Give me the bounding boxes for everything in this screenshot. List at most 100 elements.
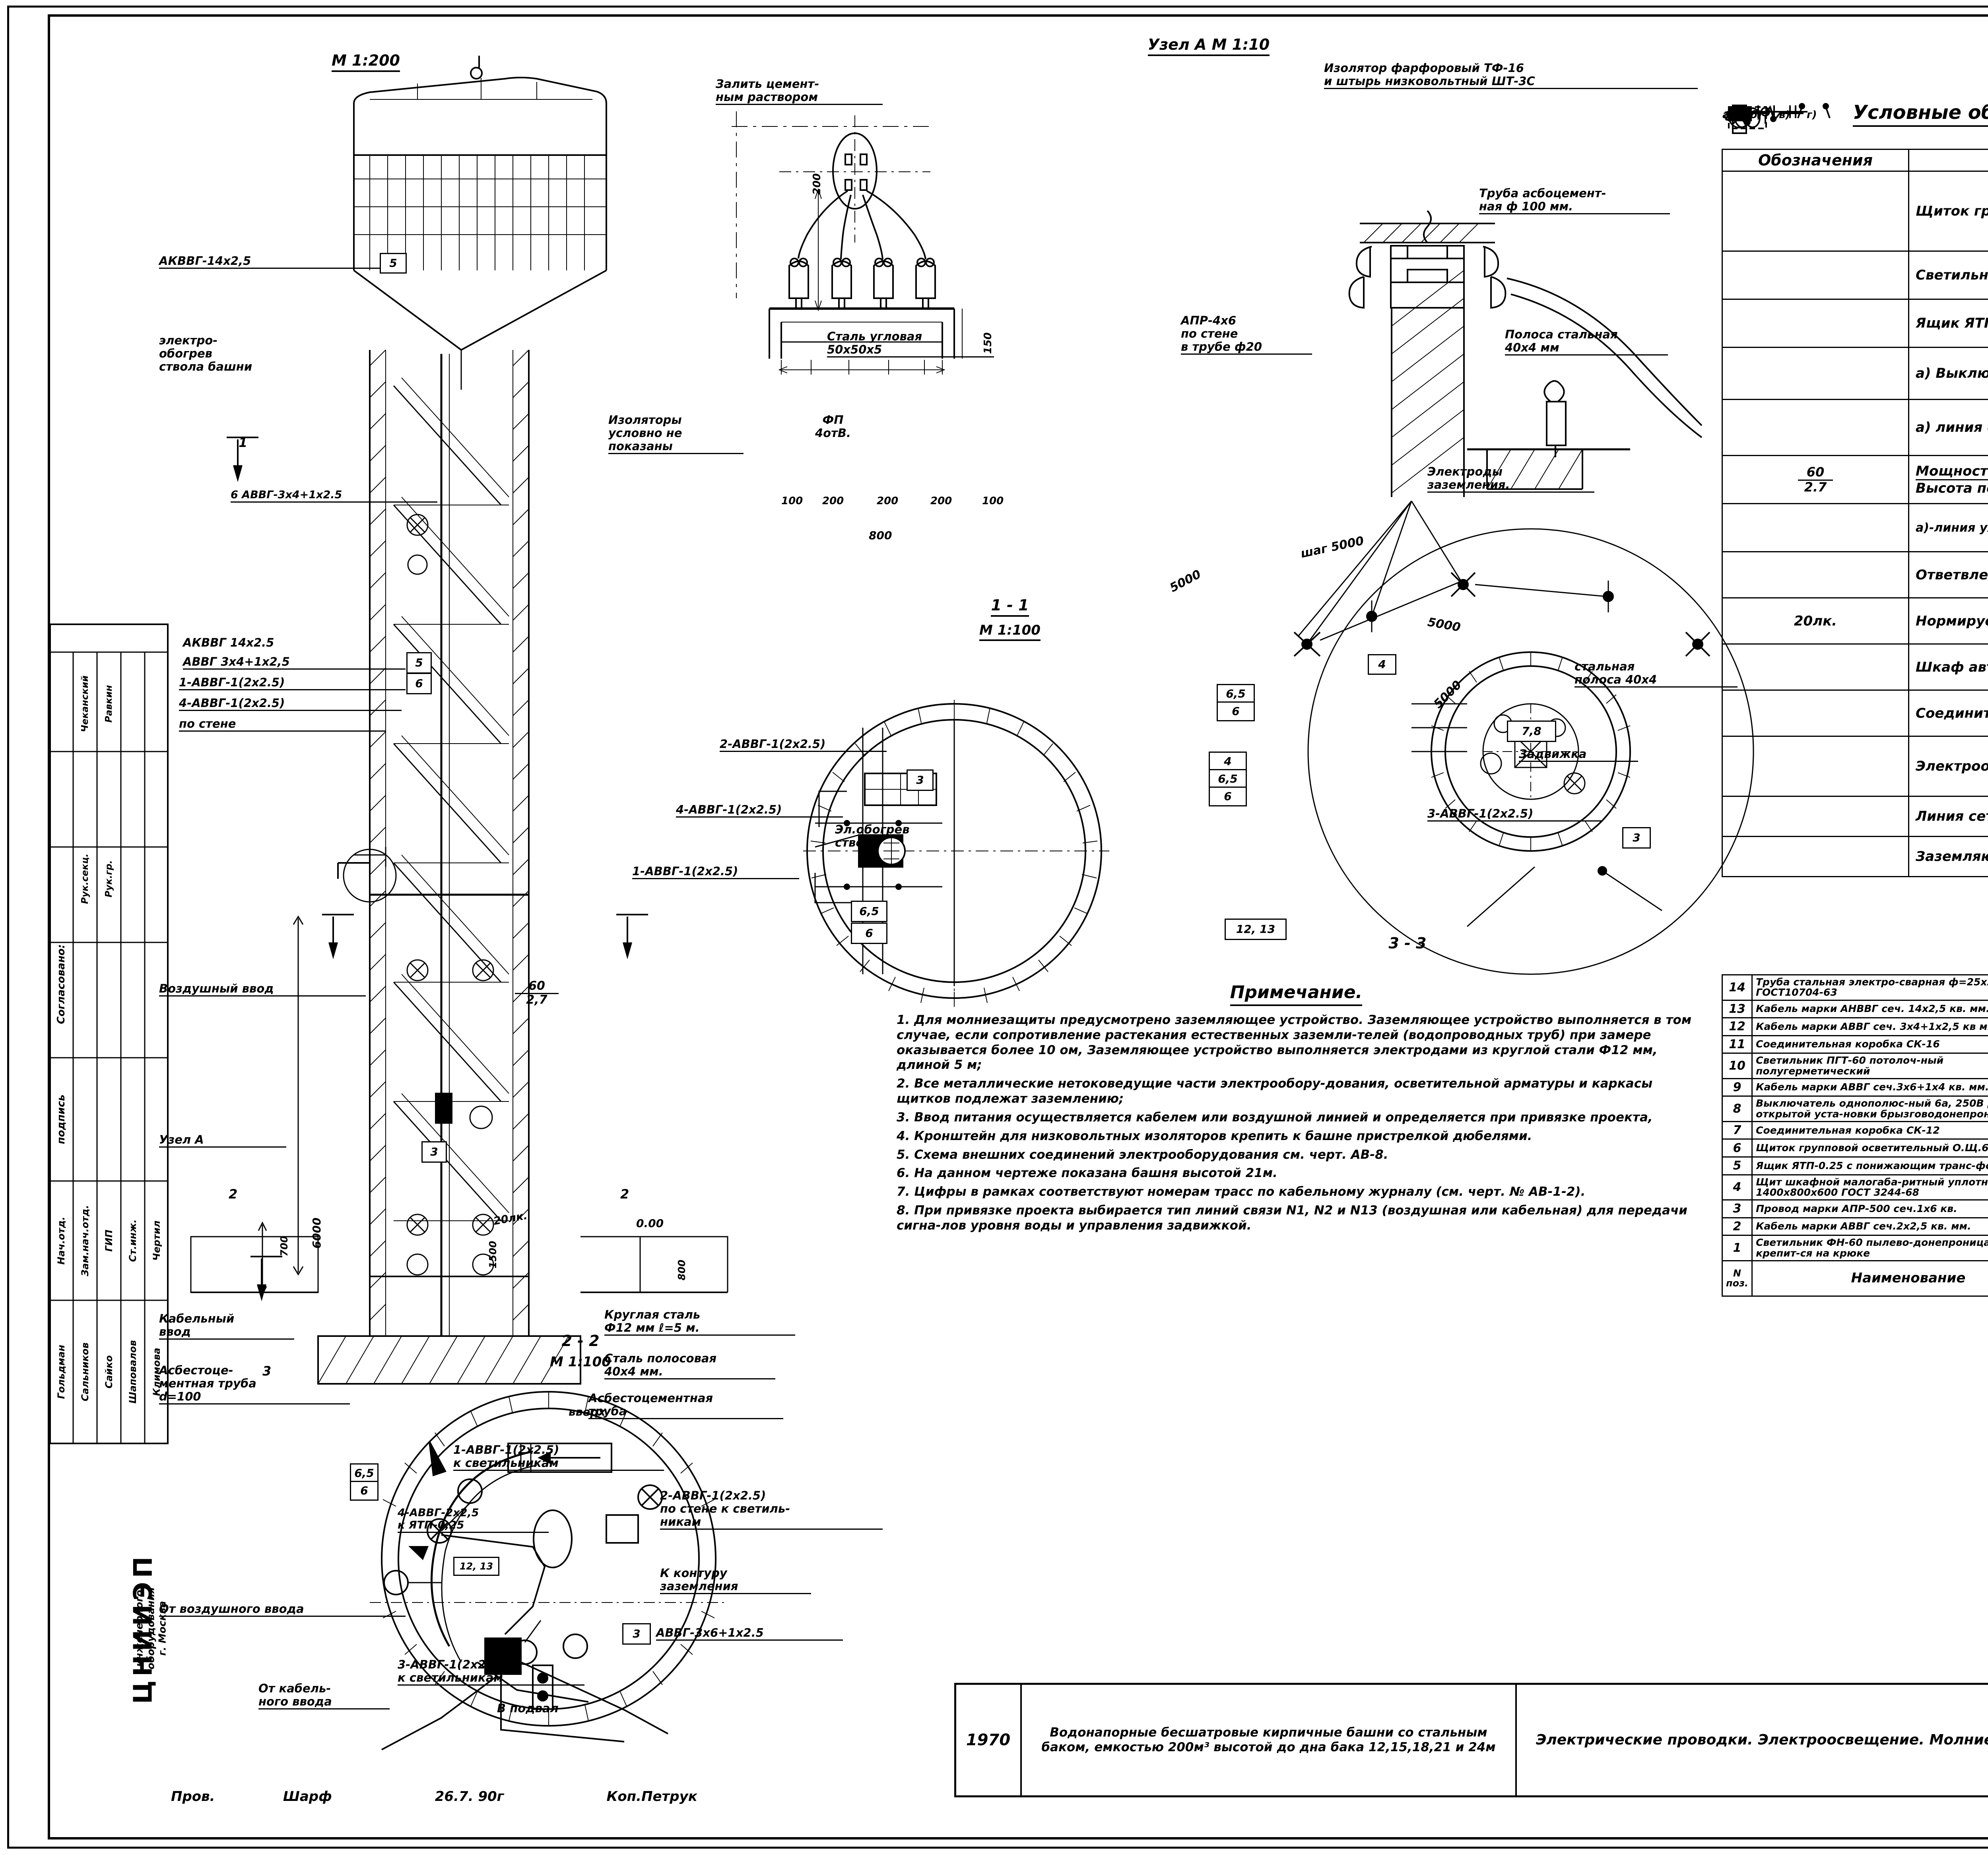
callout-1avvg-lum: 1-АВВГ-1(2х2.5) к светильникам [453, 1443, 664, 1471]
notes-list: 1. Для молниезащиты предусмотрено заземл… [897, 1013, 1696, 1233]
trace-box-78: 7,8 [1507, 721, 1556, 742]
callout-2avvg-wall: 2-АВВГ-1(2х2.5) по стене к светиль- ника… [660, 1489, 883, 1530]
spec-pos-1: 13 [1721, 999, 1753, 1019]
node-a-title-text: Узел А М 1:10 [1147, 36, 1270, 56]
trace-box-5-s11: 3 [907, 769, 934, 791]
trace-box-6b: 6 [1209, 787, 1247, 806]
legend-symbol-heating [1722, 736, 1909, 797]
legend-name-12: Линия сети заземления [1908, 796, 1988, 837]
spec-name-4: Светильник ПГТ-60 потолоч-ный полугермет… [1751, 1053, 1988, 1079]
legend-symbol-ground-line [1722, 105, 1909, 837]
trace-box-3: 3 [421, 1141, 447, 1163]
legend-row: 60 2.7 Мощность светильника Высота подве… [1722, 455, 1988, 504]
trace-box-6: 6 [851, 923, 887, 944]
sig-role-1: Зам.нач.отд. [80, 1205, 91, 1276]
trace-box-5b: 6,5 [1209, 769, 1247, 789]
signature-grid [50, 624, 168, 1443]
legend-symbol-luminaire [1722, 251, 1909, 300]
legend-row: Щиток групповой осветительный [1722, 106, 1988, 252]
sig-name-0: Гольдман [56, 1344, 67, 1399]
spec-name-11: Провод марки АПР-500 сеч.1х6 кв. [1751, 1199, 1988, 1218]
legend-name-11: Электрообогрев ствола башни [1908, 736, 1988, 797]
legend-panel: Условные обозначения Обозначения Наимено… [1722, 101, 1988, 877]
legend-row: а) а) линия сети рабочего освещения [1722, 400, 1988, 456]
dim-200b: 200 [877, 495, 899, 507]
trace-box-1213-s22: 12, 13 [453, 1557, 499, 1576]
approval-prov-label: Пров. [171, 1789, 215, 1804]
legend-symbol-power-height: 60 2.7 [1722, 455, 1909, 504]
legend-row: Заземляющее устройство [1722, 105, 1988, 877]
spec-pos-2: 12 [1721, 1017, 1753, 1036]
trace-box-4-s33: 4 [1368, 654, 1396, 675]
section-2-2-title: 2 - 2 [561, 1332, 600, 1350]
legend-name-5: Мощность светильника Высота подвеса свет… [1908, 455, 1988, 504]
sig-extra-0: Чеканский [80, 675, 90, 732]
legend-name-8: Нормируемая освещенность, лк. [1908, 597, 1988, 645]
spec-name-3: Соединительная коробка СК-16 [1751, 1035, 1988, 1054]
trace-box-6-s33: 6 [1217, 701, 1255, 721]
insulator-pipe-detail-drawing [1233, 139, 1730, 497]
legend-header-row: Обозначения Наименование [1722, 149, 1988, 172]
legend-row: Ящик ЯТП-0.25 с понижающим тр-ром [1722, 299, 1988, 348]
spec-pos-0: 14 [1721, 974, 1753, 1001]
legend-name-9: Шкаф автоматики. [1908, 643, 1988, 691]
callout-strip-steel: Сталь полосовая 40х4 мм. [604, 1352, 775, 1380]
legend-row: Электрообогрев ствола башни [1722, 736, 1988, 797]
spec-pos-9: 5 [1721, 1156, 1753, 1175]
dim-700: 700 [278, 1235, 290, 1257]
dim-800b: 800 [676, 1259, 687, 1280]
callout-from-cable-inlet: От кабель- ного ввода [258, 1682, 390, 1710]
callout-upward: вверх [569, 1405, 606, 1418]
sig-note-1: Рук.секц. [80, 853, 90, 904]
spec-footer-pos: N поз. [1721, 1260, 1753, 1297]
legend-row: а) а) Выключатель однополюсный в брызгон… [1722, 108, 1988, 400]
section-mark-2b: 2 [620, 1187, 629, 1202]
legend-row: Соединительная коробка. [1722, 690, 1988, 737]
trace-box-3-s33: 3 [1622, 827, 1651, 849]
callout-asbestos-pipe-right: Асбестоцементная труба [588, 1391, 783, 1420]
spec-pos-4: 10 [1721, 1053, 1753, 1079]
note-item-2: 3. Ввод питания осуществляется кабелем и… [897, 1110, 1653, 1125]
spec-name-9: Ящик ЯТП-0.25 с понижающим транс-формато… [1751, 1156, 1988, 1175]
legend-name-13: Заземляющее устройство [1908, 836, 1988, 877]
sheet-frame-inner [48, 14, 1988, 1839]
legend-row: Ответвление отпайки. [1722, 552, 1988, 598]
legend-symbol-cabinet [1722, 644, 1909, 691]
trace-box-5-s22: 6,5 [350, 1463, 379, 1483]
trace-box-5-s33: 6,5 [1217, 684, 1255, 704]
section-1-1-scale-text: М 1:100 [979, 622, 1041, 641]
section-1-1-title-text: 1 - 1 [991, 596, 1029, 617]
legend-name-1: Светильник с лампой накаливания [1908, 251, 1988, 300]
trace-box-4b: 4 [1209, 752, 1247, 771]
svg-text:г): г) [1807, 109, 1817, 121]
approval-signature: Шарф [283, 1789, 332, 1804]
spec-name-10: Щит шкафной малогаба-ритный уплотненный … [1751, 1174, 1988, 1201]
dim-200a: 200 [822, 495, 844, 507]
callout-to-ground-loop: К контуру заземления [660, 1566, 811, 1595]
legend-row: Линия сети заземления [1722, 105, 1988, 837]
elev-zero: 0.00 [636, 1217, 664, 1230]
notes-title-text: Примечание. [1230, 982, 1363, 1006]
section-2-2-drawing [310, 1360, 787, 1797]
spec-name-7: Соединительная коробка СК-12 [1751, 1121, 1988, 1140]
spec-pos-3: 11 [1721, 1035, 1753, 1054]
legend-fraction-top: 60 [1798, 466, 1833, 481]
dim-100a: 100 [781, 495, 803, 507]
legend-name-3: а) Выключатель однополюсный в брызгонепр… [1908, 347, 1988, 400]
callout-3avvg-lum: 3-АВВГ-1(2х2.5) к светильникам [398, 1658, 584, 1686]
note-item-3: 4. Кронштейн для низковольтных изоляторо… [897, 1129, 1532, 1143]
trace-box-6-s22: 6 [350, 1481, 379, 1501]
approval-row: Пров. Шарф 26.7. 90г Коп.Петрук [171, 1789, 697, 1804]
callout-angle-steel: Сталь угловая 50х50х5 [827, 330, 994, 358]
dim-100b: 100 [982, 495, 1004, 507]
dim-800-node: 800 [869, 529, 892, 542]
section-1-1-scale: М 1:100 [946, 622, 1074, 641]
approval-copier: Коп.Петрук [606, 1789, 697, 1804]
note-item-4: 5. Схема внешних соединений электрообору… [897, 1147, 1388, 1162]
notes-panel: Примечание. 1. Для молниезащиты предусмо… [897, 982, 1696, 1237]
